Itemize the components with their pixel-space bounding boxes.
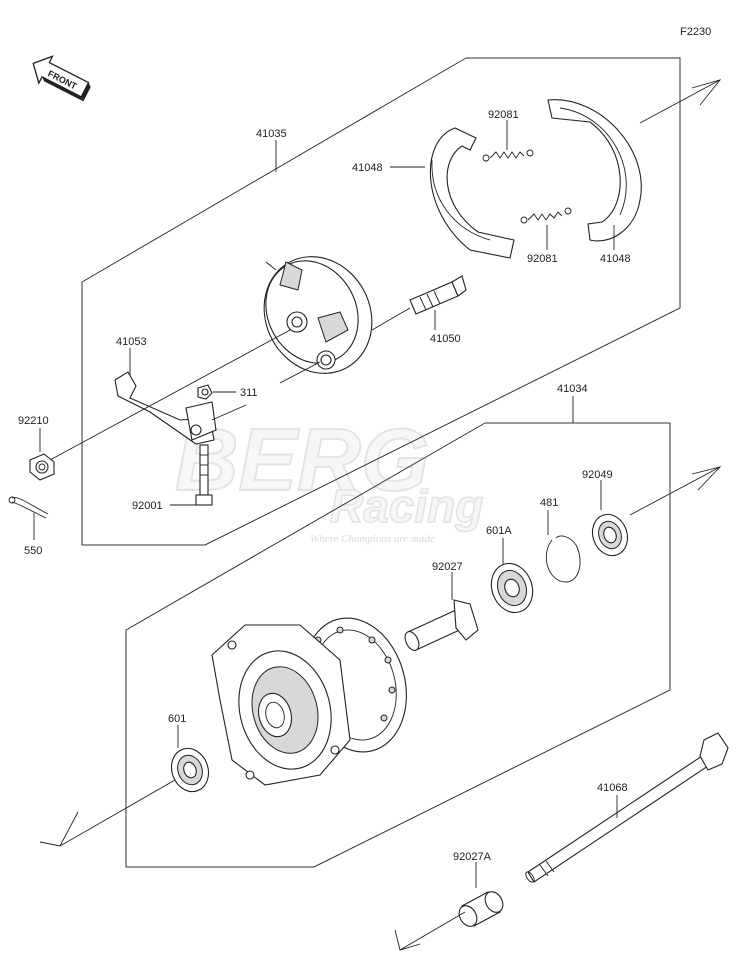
- cotter-pin-550: [8, 496, 49, 519]
- diagram-code: F2230: [680, 26, 711, 38]
- label-481: 481: [540, 497, 558, 509]
- label-41035: 41035: [256, 128, 287, 140]
- label-41048-right: 41048: [600, 253, 631, 265]
- brake-cam: [371, 275, 467, 331]
- bearing-601: [170, 747, 210, 793]
- label-92027a: 92027A: [453, 851, 492, 863]
- circlip-481: [545, 535, 581, 583]
- brake-shoe-right: [547, 99, 642, 242]
- label-92081-lower: 92081: [527, 253, 558, 265]
- label-41050: 41050: [430, 333, 461, 345]
- label-41053: 41053: [116, 336, 147, 348]
- wheel-hub: [211, 617, 407, 786]
- frame-41035: [81, 57, 681, 546]
- bolt-92001: [195, 444, 213, 506]
- label-601: 601: [168, 713, 186, 725]
- frame-41034: [125, 422, 671, 868]
- cam-lever: [114, 371, 217, 445]
- label-92210: 92210: [18, 415, 49, 427]
- watermark-logo: BERG Racing Where Champions are made: [174, 409, 484, 545]
- label-550: 550: [24, 545, 42, 557]
- label-601a: 601A: [486, 525, 512, 537]
- seal-92049: [591, 513, 629, 557]
- label-41048-left: 41048: [352, 162, 383, 174]
- spring-upper: [482, 149, 534, 162]
- brake-panel: [263, 256, 373, 374]
- svg-text:Where Champions are made: Where Champions are made: [310, 533, 435, 545]
- label-92027: 92027: [432, 561, 463, 573]
- svg-text:BERG: BERG: [175, 410, 429, 509]
- nut-311: [197, 384, 213, 400]
- brake-shoe-left: [429, 127, 515, 259]
- axle-nut-92210: [29, 453, 55, 481]
- collar-92027a: [458, 891, 504, 927]
- bearing-601a: [490, 562, 534, 614]
- label-92001: 92001: [132, 500, 163, 512]
- label-41034: 41034: [557, 383, 588, 395]
- label-92049: 92049: [582, 469, 613, 481]
- svg-text:Racing: Racing: [330, 480, 483, 532]
- spacer-92027: [404, 599, 479, 651]
- label-41068: 41068: [597, 782, 628, 794]
- spring-lower: [520, 207, 572, 224]
- axle-41068: [525, 732, 729, 883]
- front-arrow-icon: FRONT: [32, 55, 91, 102]
- label-92081-upper: 92081: [488, 109, 519, 121]
- label-311: 311: [240, 387, 258, 399]
